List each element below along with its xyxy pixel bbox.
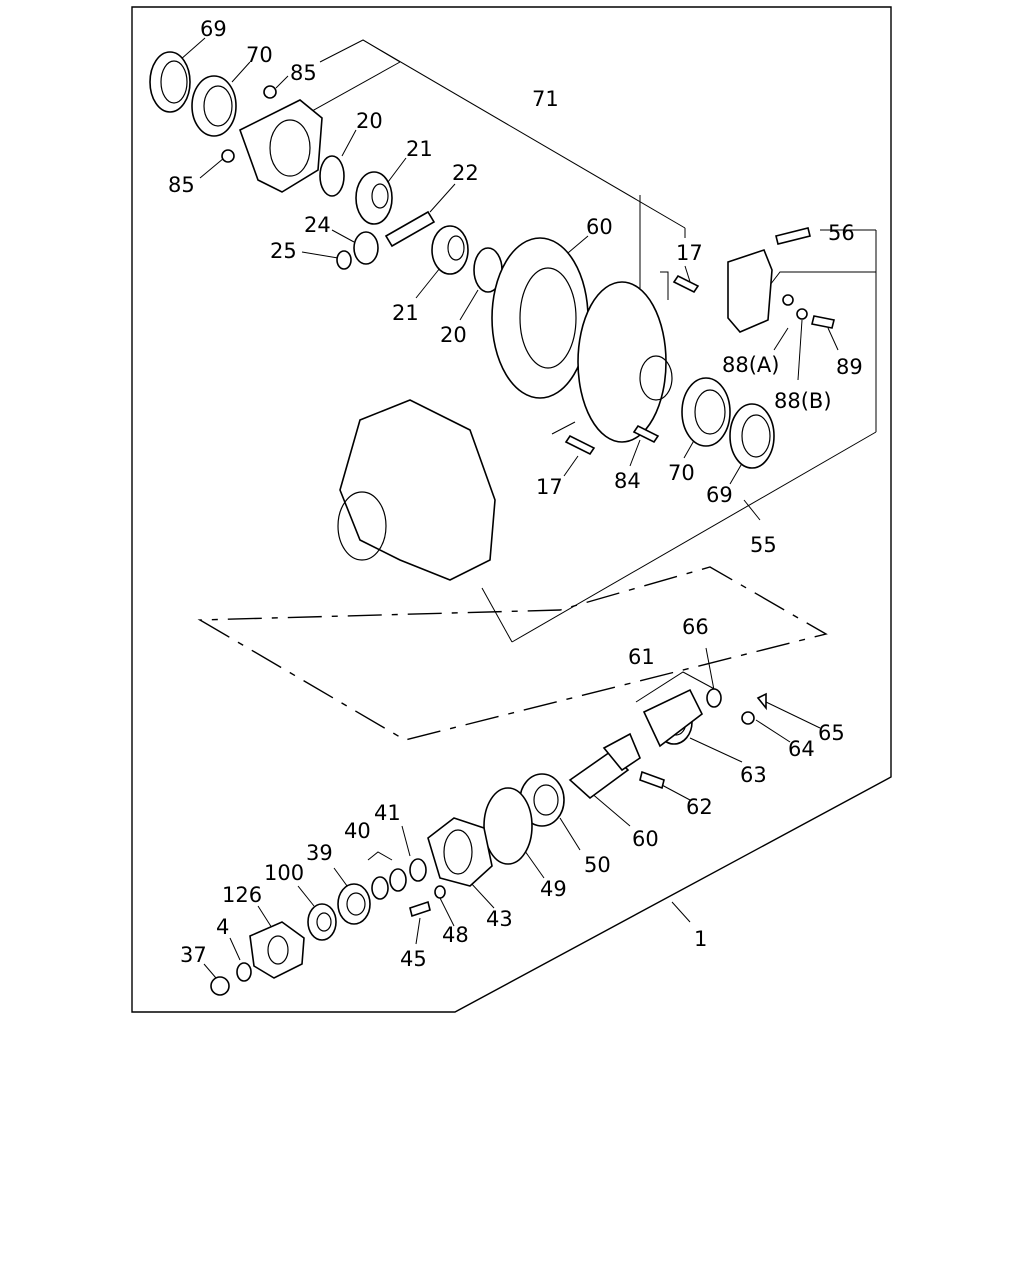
callout-21: 21 bbox=[406, 137, 433, 161]
nut-85-left bbox=[221, 149, 235, 163]
callout-88a: 88(A) bbox=[722, 353, 779, 377]
lower-bearing-70 bbox=[681, 377, 731, 447]
callout-63: 63 bbox=[740, 763, 767, 787]
leader-lines bbox=[179, 37, 839, 979]
snap-ring-66 bbox=[706, 688, 722, 708]
callout-20: 20 bbox=[440, 323, 467, 347]
shim-49 bbox=[483, 787, 533, 865]
o-ring-48 bbox=[434, 885, 446, 899]
callout-43: 43 bbox=[486, 907, 513, 931]
washer-4 bbox=[236, 962, 252, 982]
callout-48: 48 bbox=[442, 923, 469, 947]
callout-89: 89 bbox=[836, 355, 863, 379]
side-gear-21-top bbox=[355, 171, 393, 225]
upper-bearing-69 bbox=[149, 51, 191, 113]
callout-55: 55 bbox=[750, 533, 777, 557]
nut-85-top bbox=[263, 85, 277, 99]
callout-20: 20 bbox=[356, 109, 383, 133]
bearing-retainer-43 bbox=[427, 817, 493, 887]
callout-39: 39 bbox=[306, 841, 333, 865]
callout-37: 37 bbox=[180, 943, 207, 967]
callout-22: 22 bbox=[452, 161, 479, 185]
callout-60: 60 bbox=[632, 827, 659, 851]
lower-bearing-69 bbox=[729, 403, 775, 469]
pinion-shaft-22 bbox=[384, 210, 436, 248]
callout-85: 85 bbox=[168, 173, 195, 197]
callout-61: 61 bbox=[628, 645, 655, 669]
bolt-62 bbox=[639, 770, 665, 790]
dashed-envelope bbox=[197, 566, 828, 741]
callout-56: 56 bbox=[828, 221, 855, 245]
bolt-17-bottom bbox=[564, 434, 596, 456]
callout-70: 70 bbox=[668, 461, 695, 485]
callout-71: 71 bbox=[532, 87, 559, 111]
group-lines bbox=[259, 39, 877, 861]
bolt-89 bbox=[811, 315, 835, 329]
callout-1: 1 bbox=[694, 927, 707, 951]
callout-69: 69 bbox=[706, 483, 733, 507]
callout-62: 62 bbox=[686, 795, 713, 819]
washer-25 bbox=[336, 250, 352, 270]
side-gear-21-bottom bbox=[431, 225, 469, 275]
retainer-61 bbox=[642, 688, 704, 748]
ring-41 bbox=[409, 858, 427, 882]
pinion-gear-24 bbox=[353, 231, 379, 265]
carrier-housing bbox=[337, 399, 496, 581]
callout-85: 85 bbox=[290, 61, 317, 85]
bearing-39 bbox=[337, 883, 371, 925]
bolt-45 bbox=[409, 900, 431, 918]
callout-66: 66 bbox=[682, 615, 709, 639]
ring-gear-60 bbox=[491, 237, 589, 399]
differential-carrier-flange bbox=[577, 281, 673, 443]
callout-45: 45 bbox=[400, 947, 427, 971]
callout-40: 40 bbox=[344, 819, 371, 843]
callout-84: 84 bbox=[614, 469, 641, 493]
callout-labels: 69 70 85 71 20 21 85 22 24 25 60 21 20 1… bbox=[168, 17, 863, 971]
pinion-60 bbox=[568, 732, 641, 800]
upper-bearing-70 bbox=[191, 75, 237, 137]
differential-case bbox=[239, 99, 323, 193]
spacer-40-a bbox=[389, 868, 407, 892]
callout-50: 50 bbox=[584, 853, 611, 877]
plate-88a bbox=[782, 294, 794, 306]
callout-4: 4 bbox=[216, 915, 229, 939]
nut-37 bbox=[210, 976, 230, 996]
oil-seal-100 bbox=[307, 903, 337, 941]
assembly-frame bbox=[131, 6, 892, 1013]
callout-65: 65 bbox=[818, 721, 845, 745]
callout-126: 126 bbox=[222, 883, 262, 907]
callout-41: 41 bbox=[374, 801, 401, 825]
callout-17: 17 bbox=[676, 241, 703, 265]
callout-88b: 88(B) bbox=[774, 389, 832, 413]
plate-88b bbox=[796, 308, 808, 320]
callout-25: 25 bbox=[270, 239, 297, 263]
callout-60: 60 bbox=[586, 215, 613, 239]
bearing-cap bbox=[727, 249, 773, 333]
callout-49: 49 bbox=[540, 877, 567, 901]
spacer-40-b bbox=[371, 876, 389, 900]
bolt-56 bbox=[775, 227, 811, 245]
callout-69: 69 bbox=[200, 17, 227, 41]
pin-65 bbox=[756, 692, 767, 711]
thrust-washer-20-top bbox=[319, 155, 345, 197]
callout-100: 100 bbox=[264, 861, 304, 885]
callout-17: 17 bbox=[536, 475, 563, 499]
callout-21: 21 bbox=[392, 301, 419, 325]
nut-64 bbox=[741, 711, 755, 725]
flange-126 bbox=[249, 921, 305, 979]
bolt-84 bbox=[632, 424, 660, 444]
bolt-17-top bbox=[672, 274, 700, 294]
callout-64: 64 bbox=[788, 737, 815, 761]
callout-70: 70 bbox=[246, 43, 273, 67]
callout-24: 24 bbox=[304, 213, 331, 237]
